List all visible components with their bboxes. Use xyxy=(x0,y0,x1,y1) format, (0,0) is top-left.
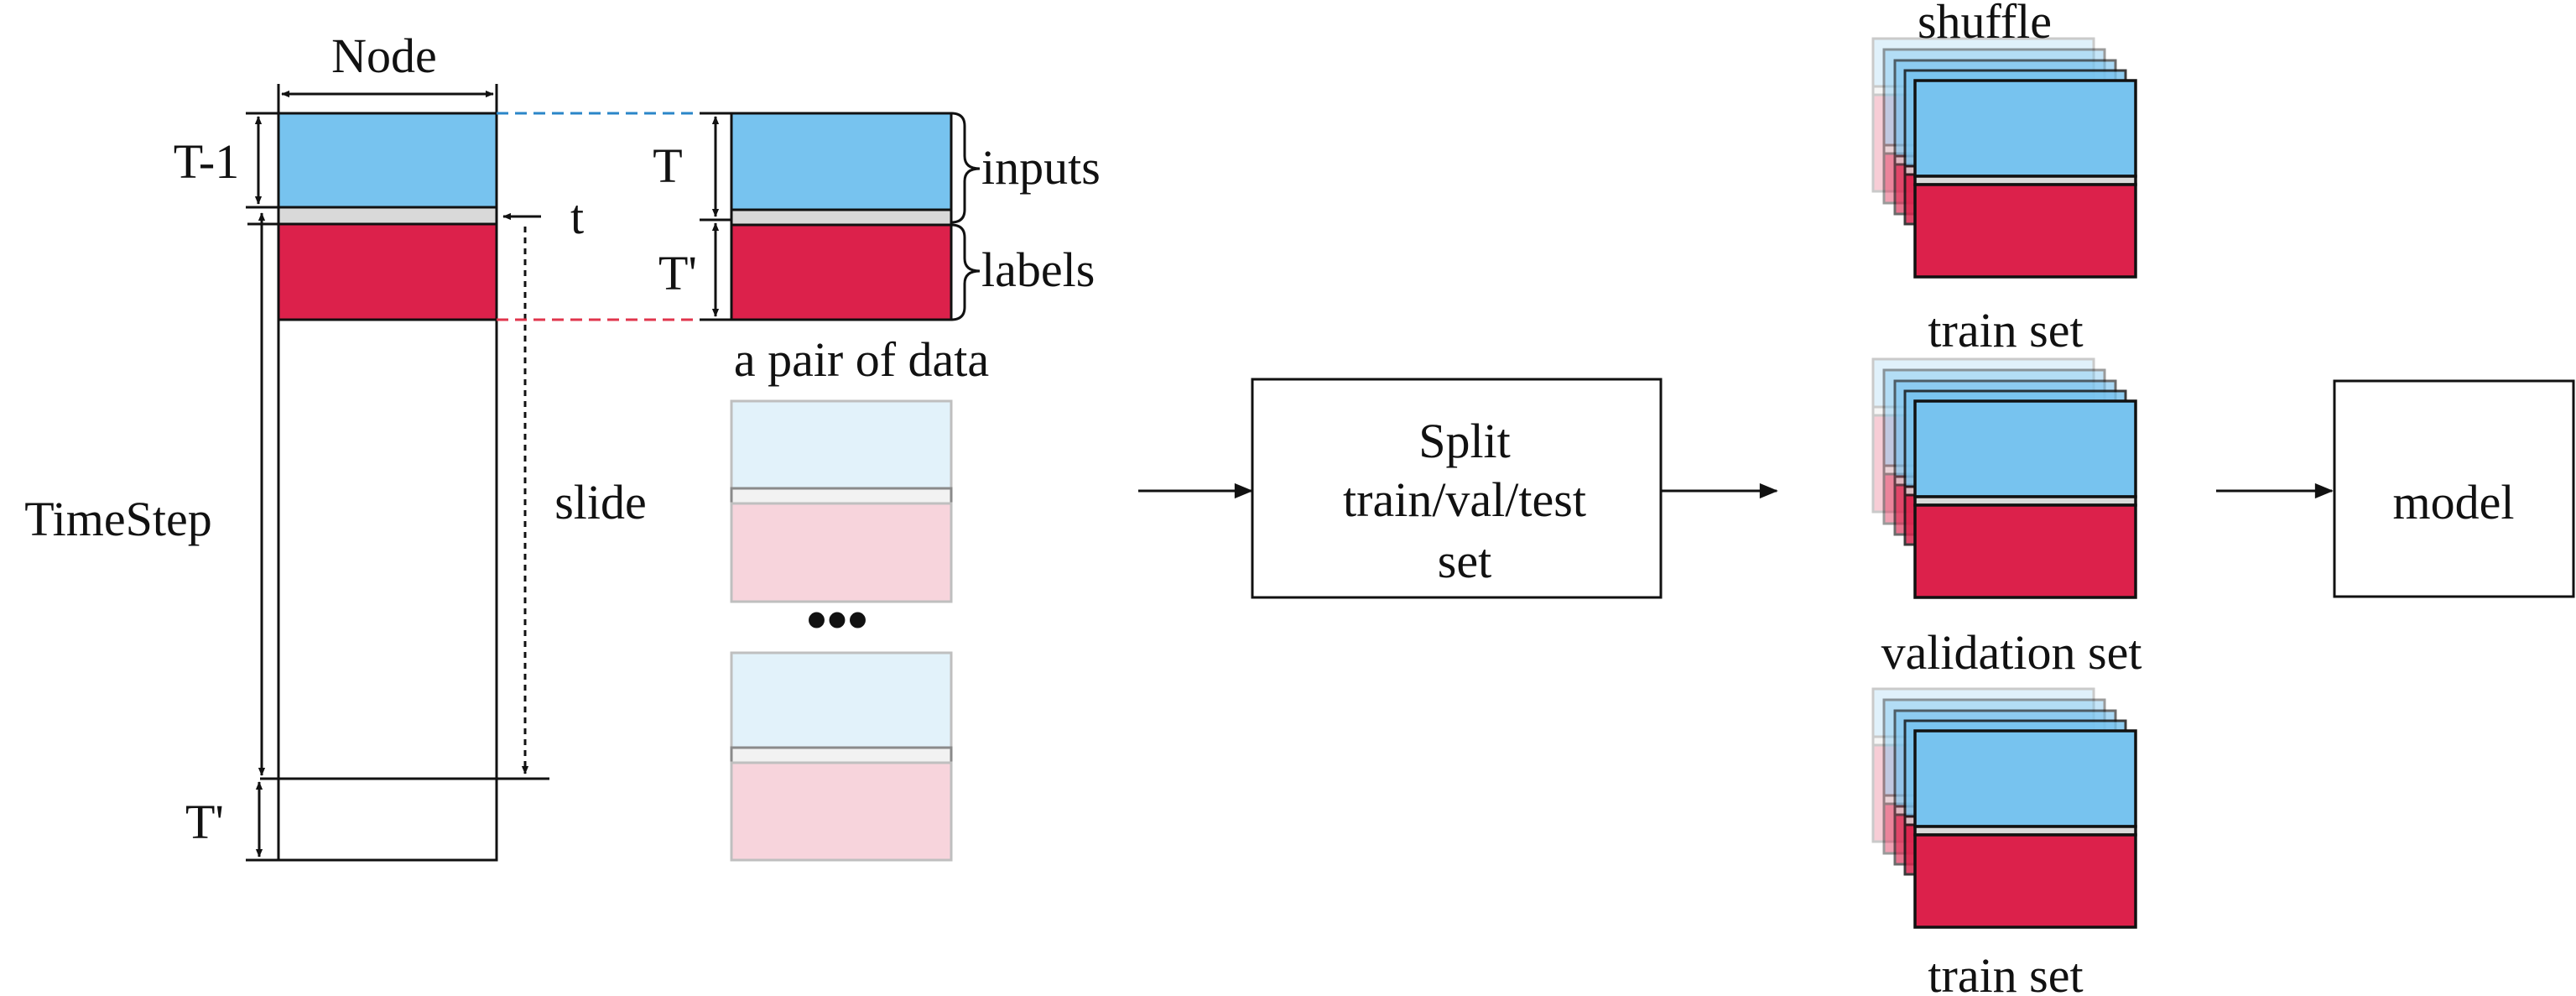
split-box: Split train/val/test set xyxy=(1251,378,1663,599)
split-line-2: train/val/test xyxy=(1343,472,1586,527)
pair-caption: a pair of data xyxy=(734,332,989,387)
pair-separator xyxy=(730,208,953,227)
matrix-input-block xyxy=(277,112,498,209)
t-pointer: t xyxy=(502,190,584,244)
matrix-separator xyxy=(277,206,498,226)
node-label: Node xyxy=(331,29,437,83)
timestep-label: TimeStep xyxy=(24,492,211,546)
t-prime-left-dimension: T' xyxy=(185,781,278,862)
train-set-stack-bottom xyxy=(1871,687,2137,929)
t-prime-window-label: T' xyxy=(658,246,697,300)
t-prime-window-dimension: T' xyxy=(658,222,731,321)
t-window-dimension: T xyxy=(653,112,731,222)
matrix-label-block xyxy=(277,222,498,321)
pair-label-block xyxy=(730,223,953,321)
faded-window-2 xyxy=(730,651,953,862)
model-box: model xyxy=(2333,379,2575,598)
labels-brace xyxy=(950,223,981,321)
t-minus-1-dimension: T-1 xyxy=(174,112,278,209)
data-pair xyxy=(730,112,953,321)
t-window-label: T xyxy=(653,138,682,193)
inputs-label: inputs xyxy=(981,140,1101,195)
train-set-bottom-label: train set xyxy=(1928,948,2083,996)
validation-set-stack xyxy=(1871,357,2137,599)
slide-indicator: slide xyxy=(521,227,647,774)
validation-set-label: validation set xyxy=(1881,625,2142,680)
split-line-3: set xyxy=(1438,534,1491,588)
t-minus-1-label: T-1 xyxy=(174,134,239,189)
t-small-label: t xyxy=(570,190,584,244)
timeseries-matrix xyxy=(260,112,549,862)
train-set-stack-top xyxy=(1871,37,2137,279)
t-prime-left-label: T' xyxy=(185,795,224,849)
model-label: model xyxy=(2393,475,2515,529)
faded-window-1 xyxy=(730,399,953,603)
ellipsis: ••• xyxy=(806,588,868,653)
slide-label: slide xyxy=(554,475,647,529)
labels-label: labels xyxy=(981,242,1095,297)
node-dimension: Node xyxy=(277,29,498,113)
pair-input-block xyxy=(730,112,953,211)
timestep-dimension: TimeStep xyxy=(24,212,278,776)
inputs-brace xyxy=(950,112,981,224)
train-set-top-label: train set xyxy=(1928,303,2083,357)
split-line-1: Split xyxy=(1418,414,1511,468)
